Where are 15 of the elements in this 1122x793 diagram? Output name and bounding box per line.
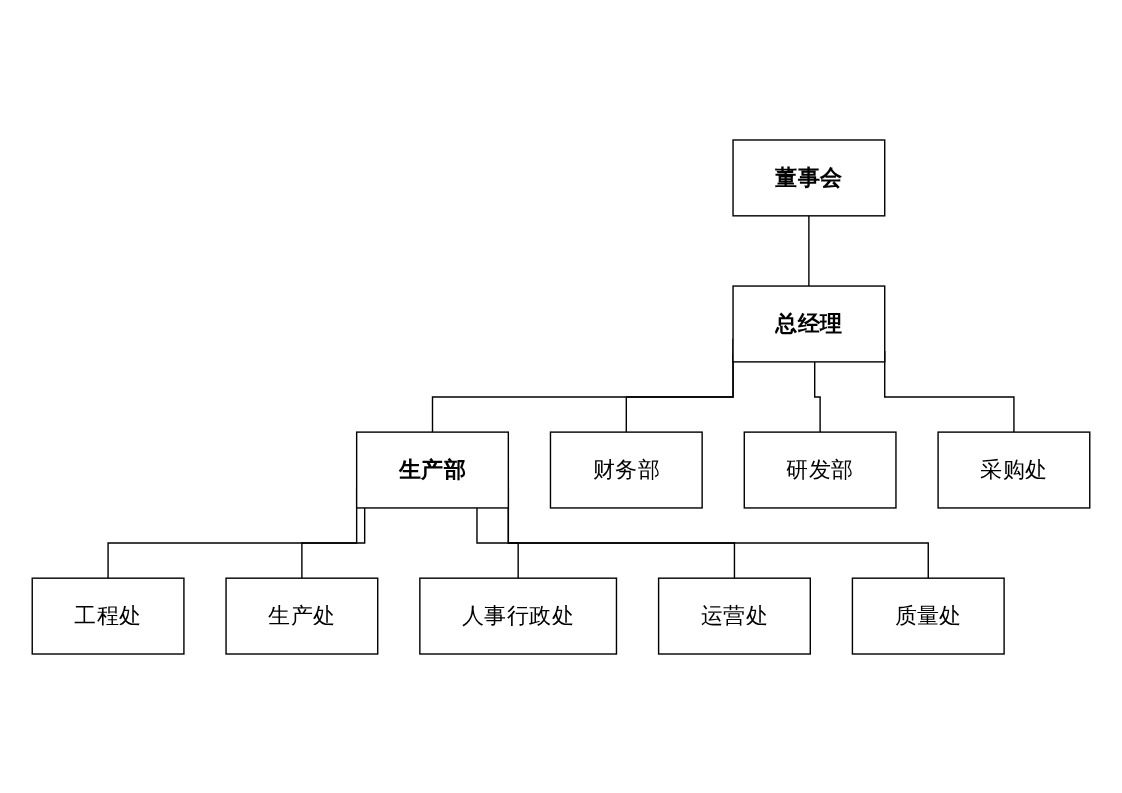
node-box: 工程处 xyxy=(31,576,185,655)
node-box: 人事行政处 xyxy=(419,576,618,655)
node-box: 财务部 xyxy=(549,430,703,509)
node-box: 董事会 xyxy=(732,138,886,217)
connector xyxy=(814,360,821,433)
node-box: 研发部 xyxy=(743,430,897,509)
node-box: 运营处 xyxy=(657,576,811,655)
connector xyxy=(476,506,519,579)
connector xyxy=(808,214,810,287)
connector xyxy=(301,506,366,579)
node-box: 生产部 xyxy=(355,430,510,509)
node-box: 生产处 xyxy=(225,576,379,655)
node-box: 采购处 xyxy=(937,430,1091,509)
node-box: 总经理 xyxy=(732,284,886,363)
node-box: 质量处 xyxy=(851,576,1005,655)
